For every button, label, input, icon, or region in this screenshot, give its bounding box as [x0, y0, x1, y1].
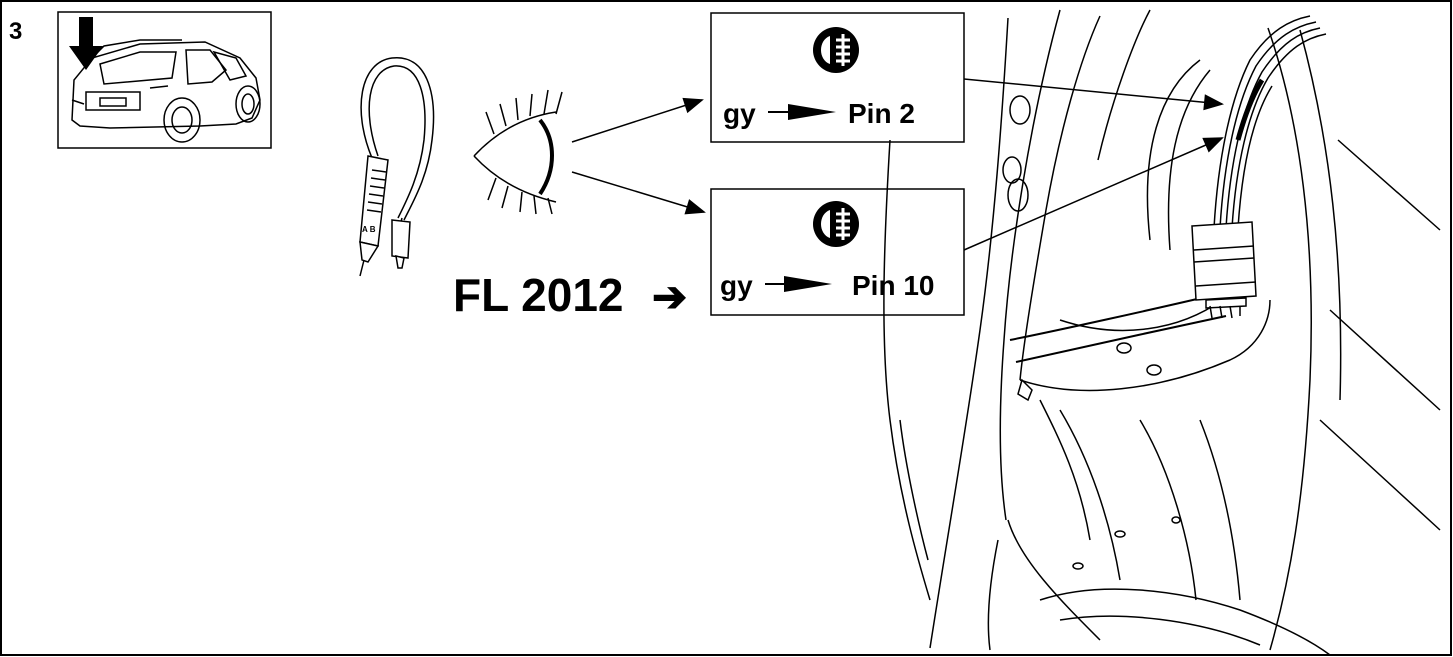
wire-to-pin-arrow-icon	[765, 276, 832, 292]
pin-label: Pin 2	[848, 98, 915, 129]
pin-label-box-2: gy Pin 10	[710, 188, 965, 316]
facelift-arrow: ➔	[652, 273, 687, 320]
vehicle-interior-illustration	[883, 9, 1441, 656]
svg-text:A B: A B	[362, 225, 376, 234]
eye-icon	[473, 89, 563, 215]
pin-label: Pin 10	[852, 270, 934, 301]
test-lamp-probe-icon: A B	[359, 57, 435, 277]
wire-color-label: gy	[720, 270, 753, 301]
suv-rear-view-icon	[71, 39, 261, 143]
wire-color-label: gy	[723, 98, 756, 129]
facelift-label: FL 2012	[453, 269, 623, 321]
down-arrow-icon	[69, 17, 103, 70]
rear-fog-lamp-icon	[813, 27, 859, 73]
rear-fog-lamp-icon	[813, 201, 859, 247]
step-number: 3	[9, 18, 22, 45]
wiring-connector-icon	[1191, 15, 1327, 319]
wire-to-pin-arrow-icon	[768, 104, 836, 120]
pin-label-box-1: gy Pin 2	[710, 12, 965, 143]
thumbnail	[57, 11, 272, 149]
